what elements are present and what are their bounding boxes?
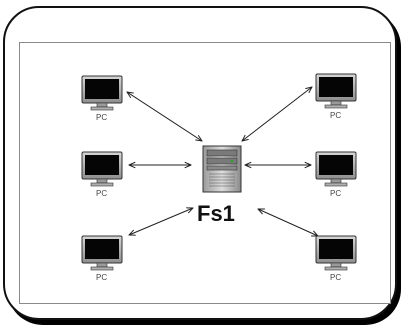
pc-node-bottom-right: PC xyxy=(315,235,357,282)
server-label: Fs1 xyxy=(197,201,235,226)
pc-node-top-left: PC xyxy=(81,75,123,122)
pc-label: PC xyxy=(96,273,107,282)
server-node: Fs1 xyxy=(197,145,242,226)
pc-node-bottom-left: PC xyxy=(81,235,123,282)
monitor-icon xyxy=(315,73,357,109)
monitor-icon xyxy=(315,235,357,271)
connections xyxy=(127,87,318,236)
connection-arrow xyxy=(129,208,193,235)
pc-label: PC xyxy=(96,113,107,122)
pc-label: PC xyxy=(330,273,341,282)
pc-label: PC xyxy=(330,189,341,198)
pc-node-middle-right: PC xyxy=(315,151,357,198)
pc-label: PC xyxy=(330,111,341,120)
connection-arrow xyxy=(258,209,318,236)
server-tower-icon xyxy=(202,145,242,193)
monitor-icon xyxy=(81,151,123,187)
pc-label: PC xyxy=(96,189,107,198)
pc-node-top-right: PC xyxy=(315,73,357,120)
pc-node-middle-left: PC xyxy=(81,151,123,198)
monitor-icon xyxy=(81,75,123,111)
connection-arrow xyxy=(127,92,202,141)
connection-arrow xyxy=(242,87,312,141)
monitor-icon xyxy=(81,235,123,271)
monitor-icon xyxy=(315,151,357,187)
